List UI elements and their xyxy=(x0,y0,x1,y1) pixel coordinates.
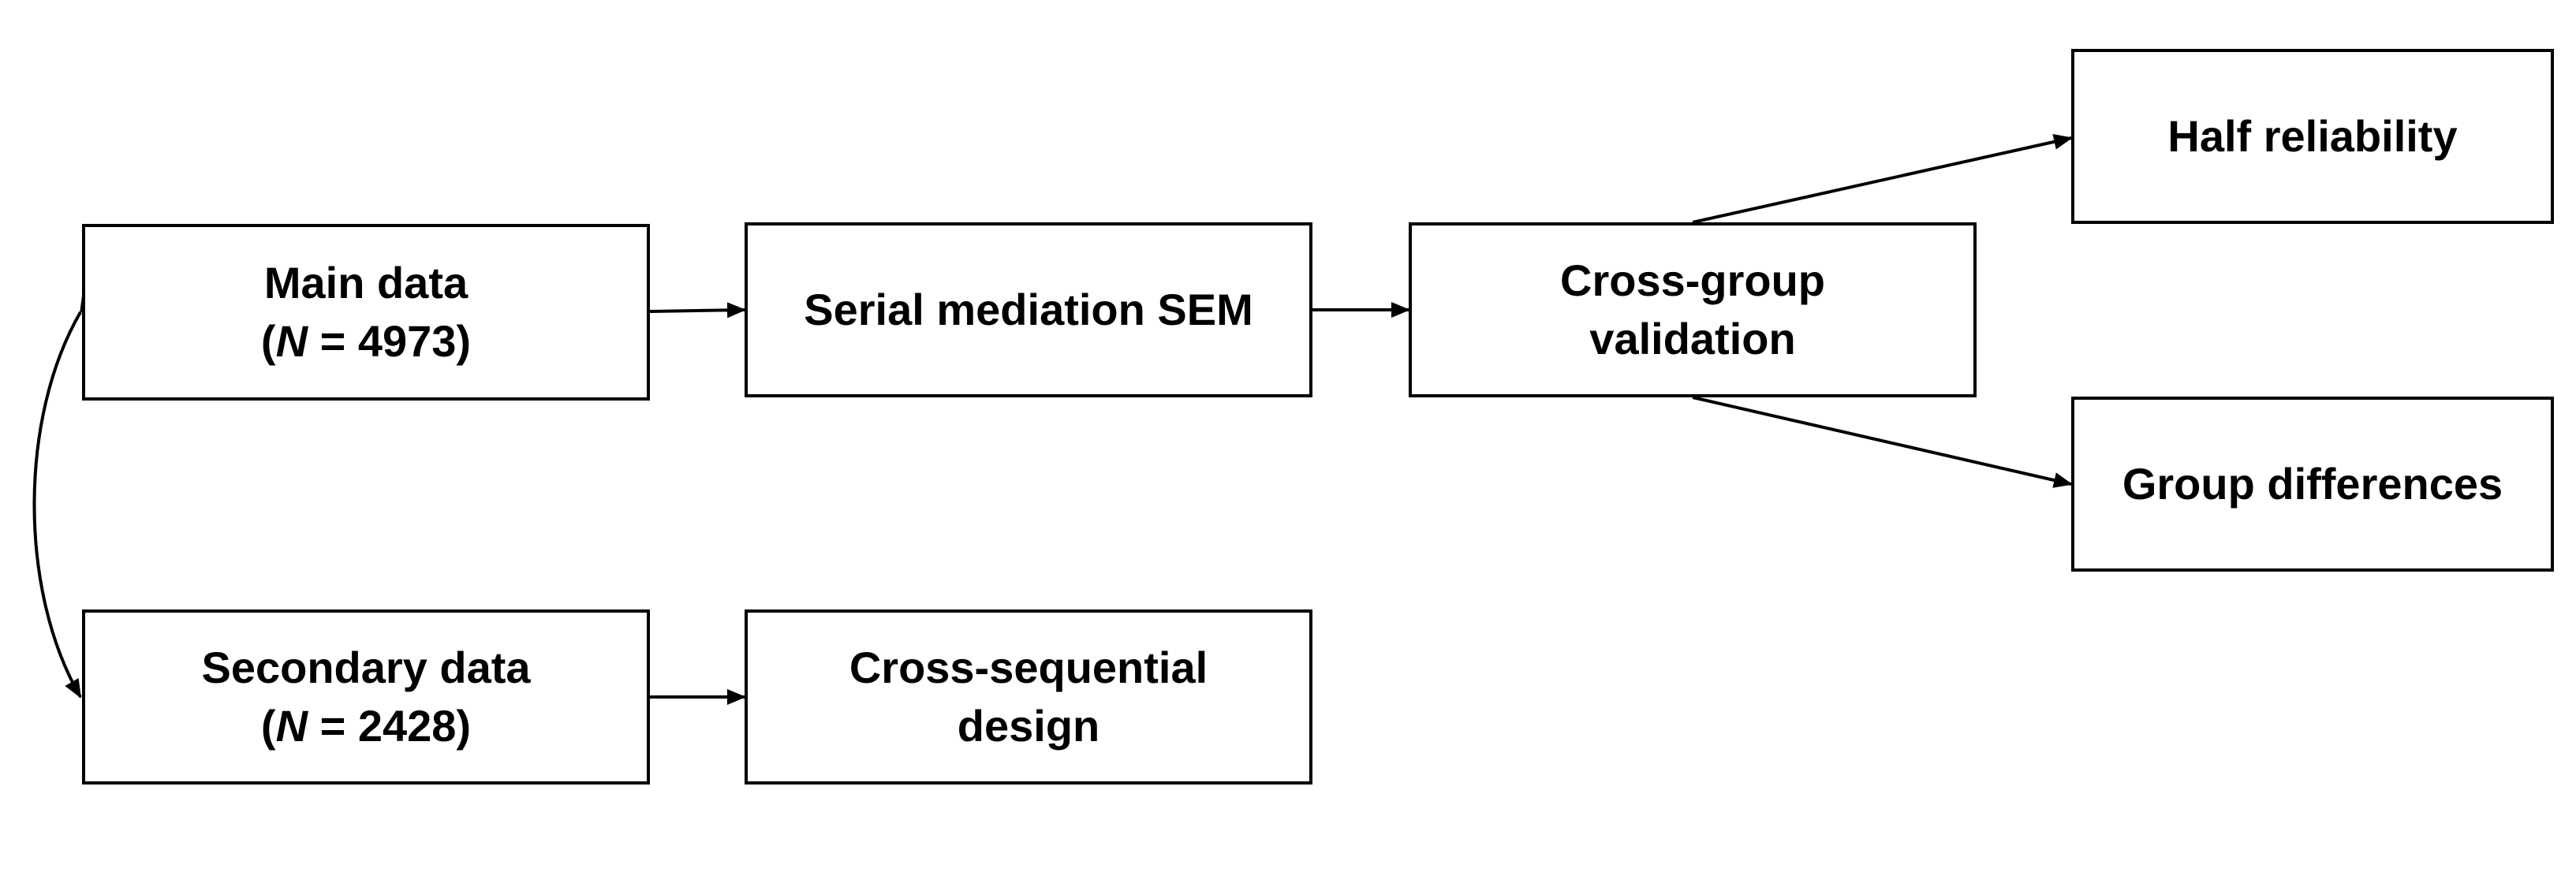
main-data-n-symbol: N xyxy=(275,316,308,366)
secondary-data-n-symbol: N xyxy=(275,701,308,751)
secondary-data-paren: ( xyxy=(260,701,276,751)
group-differences-label: Group differences xyxy=(2122,459,2503,509)
cross-sequential-line1: Cross-sequential xyxy=(849,643,1208,692)
arrow-crossgroup-to-groupdiff xyxy=(1692,396,2073,488)
node-half-reliability: Half reliability xyxy=(2071,49,2554,224)
node-main-data: Main data (N = 4973) xyxy=(82,224,650,401)
arrow-crossgroup-to-half xyxy=(1692,134,2073,224)
secondary-data-sample-size: (N = 2428) xyxy=(201,697,530,755)
cross-group-line2: validation xyxy=(1589,314,1796,363)
serial-mediation-label: Serial mediation SEM xyxy=(804,285,1253,334)
cross-sequential-line2: design xyxy=(957,701,1100,751)
secondary-data-n-value: = 2428) xyxy=(308,701,472,751)
cross-group-line1: Cross-group xyxy=(1560,255,1825,305)
main-data-paren: ( xyxy=(260,316,276,366)
arrow-main-secondary-bidirectional xyxy=(32,293,96,699)
node-serial-mediation-sem: Serial mediation SEM xyxy=(745,222,1312,397)
secondary-data-title: Secondary data xyxy=(201,643,531,692)
node-group-differences: Group differences xyxy=(2071,397,2554,572)
main-data-n-value: = 4973) xyxy=(308,316,472,366)
main-data-sample-size: (N = 4973) xyxy=(261,312,471,371)
half-reliability-label: Half reliability xyxy=(2167,111,2458,161)
main-data-title: Main data xyxy=(263,258,469,307)
node-cross-sequential-design: Cross-sequential design xyxy=(745,609,1312,785)
node-cross-group-validation: Cross-group validation xyxy=(1409,222,1977,397)
arrow-main-to-serial xyxy=(649,302,746,319)
node-secondary-data: Secondary data (N = 2428) xyxy=(82,609,650,785)
